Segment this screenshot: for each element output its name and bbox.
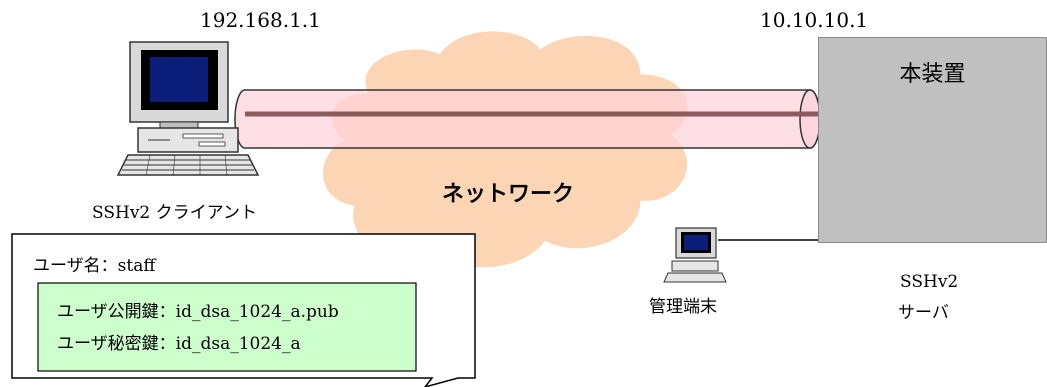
server-label-line2: サーバ: [898, 303, 949, 323]
server-ip-address: 10.10.10.1: [760, 8, 869, 32]
server-device-box: 本装置: [818, 37, 1047, 243]
ssh-tunnel: [234, 89, 821, 149]
callout-private-key: ユーザ秘密鍵：id_dsa_1024_a: [57, 334, 301, 354]
server-label-line1: SSHv2: [900, 272, 959, 292]
client-computer-icon: [116, 41, 260, 176]
callout-public-key: ユーザ公開鍵：id_dsa_1024_a.pub: [57, 302, 339, 322]
management-terminal-icon: [663, 227, 727, 283]
tunnel-end-cap: [799, 89, 821, 149]
key-info-box: [37, 282, 417, 372]
client-ip-address: 192.168.1.1: [200, 8, 321, 32]
callout-username: ユーザ名：staff: [33, 256, 156, 276]
management-terminal-label: 管理端末: [649, 297, 717, 317]
client-label: SSHv2 クライアント: [92, 203, 257, 223]
network-cloud: [323, 31, 688, 268]
network-label: ネットワーク: [442, 182, 575, 207]
server-title: 本装置: [899, 62, 966, 87]
